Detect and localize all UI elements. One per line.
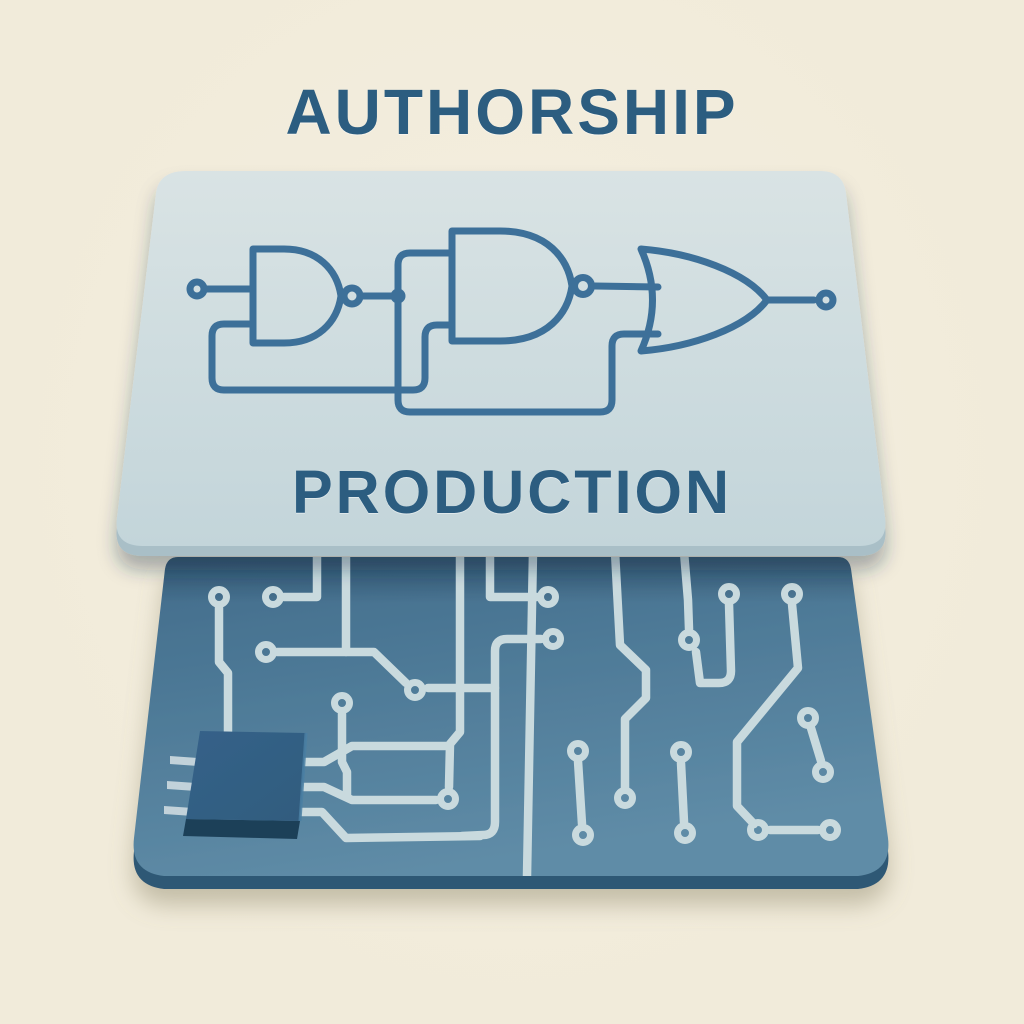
- solder-pad-icon: [404, 679, 426, 701]
- chip-pin-icon: [170, 756, 198, 766]
- circuit-trace-icon: [522, 557, 538, 876]
- circuit-trace-icon: [337, 709, 352, 802]
- branch-wire-down: [394, 292, 662, 416]
- solder-pad-icon: [781, 583, 803, 605]
- circuit-trace-icon: [444, 557, 465, 792]
- board-face: [133, 557, 889, 876]
- circuit-trace-icon: [272, 647, 411, 688]
- circuit-trace-icon: [610, 557, 651, 793]
- solder-pad-icon: [208, 586, 230, 608]
- interstage-wire: [591, 282, 662, 291]
- solder-pad-icon: [797, 707, 819, 729]
- solder-pad-icon: [718, 583, 740, 605]
- solder-pad-icon: [437, 788, 459, 810]
- chip-icon: [186, 731, 306, 821]
- title-authorship: AUTHORSHIP: [285, 76, 739, 148]
- solder-pad-icon: [678, 629, 700, 651]
- logic-gate-schematic: [186, 227, 837, 416]
- solder-pad-icon: [614, 787, 636, 809]
- solder-pad-icon: [812, 761, 834, 783]
- chip-body-side: [183, 819, 300, 839]
- solder-pad-icon: [567, 740, 589, 762]
- circuit-trace-icon: [295, 782, 441, 805]
- circuit-board: [133, 557, 889, 889]
- branch-wire-up: [394, 249, 456, 300]
- circuit-traces: [214, 557, 826, 876]
- solder-pad-icon: [572, 824, 594, 846]
- solder-pad-icon: [670, 741, 692, 763]
- feedback-wire: [208, 320, 456, 394]
- circuit-trace-icon: [485, 557, 542, 602]
- circuit-trace-icon: [214, 603, 233, 738]
- chip-pin-icon: [167, 781, 196, 791]
- circuit-trace-icon: [573, 756, 587, 829]
- chip: [164, 731, 308, 839]
- solder-pad-icon: [747, 819, 769, 841]
- card-label-production: PRODUCTION: [291, 458, 733, 526]
- output-terminal-icon: [815, 289, 837, 311]
- schematic-card: [116, 171, 886, 556]
- solder-pad-icon: [262, 586, 284, 608]
- solder-pads: [208, 583, 841, 846]
- solder-pad-icon: [255, 641, 277, 663]
- circuit-trace-icon: [294, 807, 485, 843]
- chip-pin-icon: [164, 806, 193, 816]
- circuit-trace-icon: [676, 758, 689, 827]
- solder-pad-icon: [819, 819, 841, 841]
- circuit-trace-icon: [457, 634, 546, 841]
- solder-pad-icon: [674, 822, 696, 844]
- solder-pad-icon: [542, 628, 564, 650]
- circuit-trace-icon: [679, 557, 694, 634]
- circuit-trace-icon: [806, 723, 826, 766]
- solder-pad-icon: [331, 692, 353, 714]
- or-gate-icon: [637, 245, 771, 355]
- chip-edge-highlight: [298, 732, 308, 822]
- solder-pad-icon: [537, 586, 559, 608]
- card-face: [116, 171, 886, 546]
- circuit-trace-icon: [732, 599, 803, 829]
- circuit-trace-icon: [691, 599, 736, 688]
- circuit-trace-icon: [279, 557, 322, 602]
